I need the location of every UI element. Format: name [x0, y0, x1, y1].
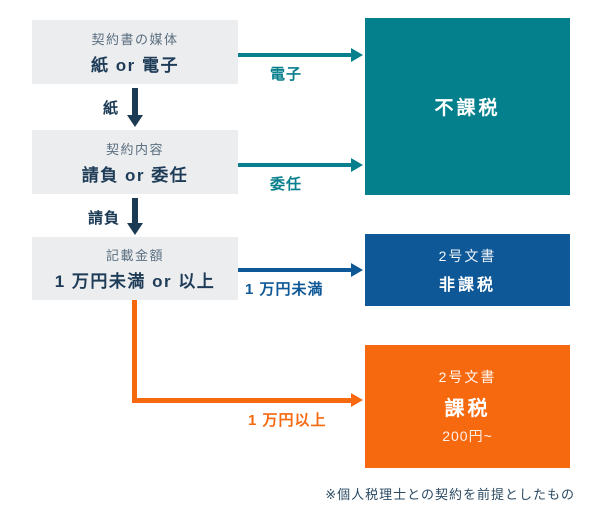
edge-label-under10k: 1 万円未満	[245, 281, 324, 298]
outcome-box-not-taxable: 不課税	[365, 18, 570, 195]
arrow-over10k-horizontal-line	[132, 398, 351, 403]
arrow-contract-work-line	[132, 198, 138, 224]
decision-box-amount: 記載金額 1 万円未満 or 以上	[32, 237, 238, 300]
decision-box-medium: 契約書の媒体 紙 or 電子	[32, 20, 238, 84]
arrow-electronic-head-icon	[351, 48, 363, 62]
arrow-electronic-line	[238, 53, 351, 57]
arrow-over10k-head-icon	[351, 393, 363, 407]
footnote: ※個人税理士との契約を前提としたもの	[325, 487, 575, 502]
arrow-under10k-line	[238, 268, 351, 272]
arrow-over10k-vertical-line	[132, 300, 137, 403]
edge-label-paper: 紙	[103, 100, 120, 117]
arrow-paper-line	[132, 88, 138, 116]
outcome-taxable-heading: 2号文書	[438, 369, 497, 385]
decision-content-label: 請負 or 委任	[81, 165, 189, 185]
outcome-box-exempt: 2号文書 非課税	[365, 234, 570, 306]
decision-medium-label: 紙 or 電子	[91, 55, 179, 75]
decision-amount-heading: 記載金額	[105, 248, 164, 263]
outcome-exempt-label: 非課税	[438, 276, 496, 294]
outcome-box-taxable: 2号文書 課税 200円~	[365, 345, 570, 468]
arrow-contract-work-head-icon	[127, 223, 143, 235]
decision-medium-heading: 契約書の媒体	[91, 31, 179, 47]
decision-content-heading: 契約内容	[105, 141, 164, 157]
arrow-delegation-head-icon	[351, 158, 363, 172]
arrow-paper-head-icon	[127, 115, 143, 127]
edge-label-over10k: 1 万円以上	[248, 412, 327, 429]
arrow-delegation-line	[238, 163, 351, 167]
edge-label-electronic: 電子	[270, 66, 303, 83]
decision-box-content: 契約内容 請負 or 委任	[32, 130, 238, 194]
edge-label-contract-work: 請負	[88, 210, 121, 227]
outcome-not-taxable-label: 不課税	[434, 98, 501, 119]
decision-amount-label: 1 万円未満 or 以上	[54, 272, 216, 291]
outcome-taxable-amount: 200円~	[442, 428, 493, 444]
edge-label-delegation: 委任	[270, 176, 303, 193]
outcome-exempt-heading: 2号文書	[438, 247, 497, 264]
outcome-taxable-label: 課税	[444, 398, 491, 420]
arrow-under10k-head-icon	[351, 263, 363, 277]
